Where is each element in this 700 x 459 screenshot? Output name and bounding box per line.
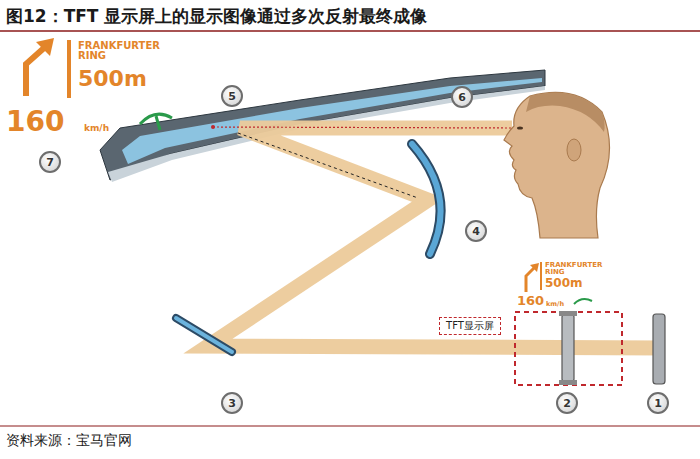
- ear: [567, 139, 581, 161]
- virtual-ray: [238, 133, 418, 198]
- head-figure: [504, 92, 610, 238]
- callout-number: 7: [39, 151, 61, 173]
- hud-text: 500m: [78, 68, 147, 90]
- callout-digit: 3: [228, 398, 236, 409]
- callout-digit: 4: [472, 226, 480, 237]
- turn-arrow: [26, 48, 44, 96]
- tft-cap: [559, 380, 577, 385]
- eye: [517, 126, 523, 129]
- caption-rule: [0, 426, 700, 427]
- label-box: TFT显示屏: [439, 317, 501, 335]
- gauge-needle: [156, 116, 160, 130]
- callout-digit: 5: [228, 91, 236, 102]
- backlight-unit: [653, 314, 665, 384]
- concave-mirror: [412, 144, 441, 254]
- speed-gauge-small: [574, 299, 592, 304]
- callout-number: 1: [647, 392, 669, 414]
- hud-text: FRANKFURTER RING: [545, 262, 602, 276]
- hud-text: 160: [6, 108, 64, 136]
- callout-digit: 1: [654, 398, 662, 409]
- hud-bar-small: [540, 262, 542, 290]
- callout-digit: 7: [46, 157, 54, 168]
- figure-title: 图12：TFT 显示屏上的显示图像通过多次反射最终成像: [6, 5, 427, 28]
- callout-digit: 2: [563, 398, 571, 409]
- turn-arrow-head: [36, 38, 54, 56]
- flat-mirror: [176, 318, 232, 352]
- callout-number: 4: [465, 220, 487, 242]
- image-point: [211, 125, 215, 129]
- callout-number: 6: [451, 86, 473, 108]
- hud-text: 500m: [545, 277, 583, 289]
- box-label: TFT显示屏: [446, 320, 494, 332]
- callout-number: 2: [556, 392, 578, 414]
- callout-digit: 6: [458, 92, 466, 103]
- flat-mirror-edge: [176, 318, 232, 352]
- hud-text: 160: [517, 294, 544, 307]
- callout-number: 3: [221, 392, 243, 414]
- hair: [526, 92, 605, 132]
- sight-line: [213, 127, 512, 128]
- tft-display: [562, 314, 574, 382]
- hud-text: km/h: [84, 124, 109, 133]
- turn-arrow-small: [526, 268, 534, 292]
- highlight-frame: [515, 312, 622, 385]
- hud-text: km/h: [546, 301, 564, 308]
- title-rule: [0, 30, 700, 32]
- tft-cap: [559, 311, 577, 316]
- hud-bar: [67, 40, 71, 98]
- source-caption: 资料来源：宝马官网: [6, 432, 132, 450]
- concave-mirror-edge: [412, 144, 441, 254]
- hud-text: FRANKFURTER RING: [78, 41, 160, 61]
- turn-arrow-head-small: [530, 263, 539, 272]
- callout-number: 5: [221, 85, 243, 107]
